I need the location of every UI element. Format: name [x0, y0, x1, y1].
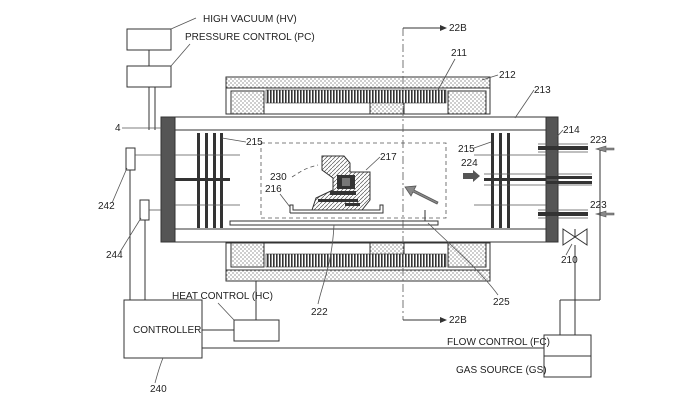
- controller-box: [123, 299, 203, 359]
- processing-region: [260, 142, 447, 219]
- sensor-242: [125, 147, 136, 171]
- ref-242: 242: [98, 201, 115, 212]
- right-baffle-stack: [474, 133, 546, 228]
- ref-212: 212: [499, 70, 516, 81]
- pressure-control-label: PRESSURE CONTROL (PC): [185, 32, 315, 43]
- ref-22b-top: 22B: [449, 23, 467, 34]
- gas-inlet-lower: [538, 209, 588, 219]
- ref-215-left: 215: [246, 137, 263, 148]
- ref-210: 210: [561, 255, 578, 266]
- bottom-heating-coil: [265, 253, 447, 268]
- pressure-control-box: [126, 65, 172, 88]
- ref-213: 213: [534, 85, 551, 96]
- high-vacuum-label: HIGH VACUUM (HV): [203, 14, 297, 25]
- ref-217: 217: [380, 152, 397, 163]
- exhaust-valve: [562, 228, 588, 246]
- ref-216: 216: [265, 184, 282, 195]
- gas-source-label: GAS SOURCE (GS): [456, 365, 547, 376]
- heat-control-box: [233, 319, 280, 342]
- flow-control-box: [543, 334, 592, 357]
- ref-22b-bottom: 22B: [449, 315, 467, 326]
- top-inner-left-block: [230, 90, 265, 115]
- gas-source-box: [543, 355, 592, 378]
- inlet-arrow-lower: [594, 210, 615, 218]
- top-inner-right-block: [447, 90, 487, 115]
- bottom-inner-left-block: [230, 242, 265, 268]
- left-flange: [160, 116, 176, 243]
- sensor-244: [139, 199, 150, 221]
- ref-230: 230: [270, 172, 287, 183]
- tube-bottom-wall: [162, 228, 559, 243]
- left-baffle-stack: [175, 133, 240, 228]
- tube-top-wall: [162, 116, 559, 131]
- controller-label: CONTROLLER: [133, 325, 201, 336]
- right-flange: [545, 116, 559, 243]
- flow-arrow-224: [463, 170, 480, 182]
- ref-225: 225: [493, 297, 510, 308]
- ref-223-bottom: 223: [590, 200, 607, 211]
- top-insulation: [225, 76, 491, 89]
- bottom-insulation: [225, 269, 491, 282]
- susceptor-plate: [229, 220, 439, 226]
- gas-inlet-upper: [538, 143, 588, 153]
- inlet-arrow-upper: [594, 145, 615, 153]
- flow-control-label: FLOW CONTROL (FC): [447, 337, 550, 348]
- ref-240: 240: [150, 384, 167, 395]
- wafer-boat: [289, 155, 384, 214]
- bottom-inner-right-block: [447, 242, 487, 268]
- ref-222: 222: [311, 307, 328, 318]
- ref-215-right: 215: [458, 144, 475, 155]
- ref-224: 224: [461, 158, 478, 169]
- heat-control-label: HEAT CONTROL (HC): [172, 291, 273, 302]
- top-heating-coil: [265, 89, 447, 104]
- ref-4: 4: [115, 123, 121, 134]
- high-vacuum-box: [126, 28, 172, 51]
- ref-223-top: 223: [590, 135, 607, 146]
- ref-214: 214: [563, 125, 580, 136]
- exhaust-arrow: [404, 185, 439, 205]
- ref-244: 244: [106, 250, 123, 261]
- ref-211: 211: [451, 48, 467, 59]
